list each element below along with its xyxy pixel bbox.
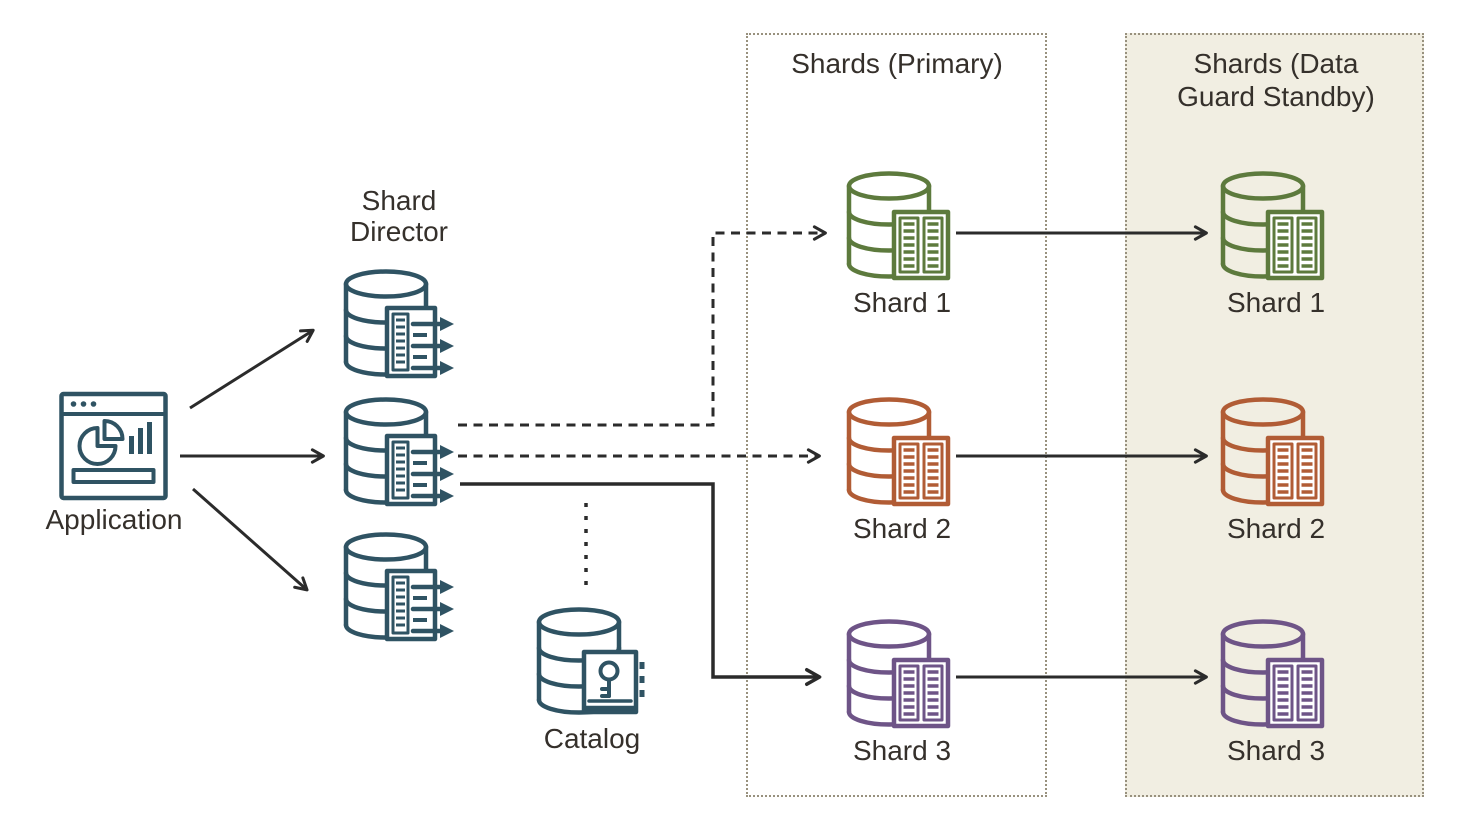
shard-director-node-1 <box>339 268 459 383</box>
catalog-label: Catalog <box>543 723 641 754</box>
primary-shard-1-label: Shard 1 <box>852 287 952 318</box>
database-table-icon <box>1216 170 1336 285</box>
shard-director-node-3 <box>339 531 459 646</box>
standby-shard-1-label: Shard 1 <box>1226 287 1326 318</box>
database-table-icon <box>842 396 962 511</box>
standby-shard-2-label: Shard 2 <box>1226 513 1326 544</box>
standby-shard-1-node: Shard 1 <box>1216 170 1336 319</box>
standby-shard-3-node: Shard 3 <box>1216 618 1336 767</box>
catalog-node: Catalog <box>532 606 652 755</box>
database-router-icon <box>339 396 459 511</box>
app-window-icon <box>58 390 170 502</box>
application-label: Application <box>45 504 183 535</box>
primary-shards-title: Shards (Primary) <box>791 48 1003 79</box>
database-table-icon <box>1216 396 1336 511</box>
standby-shard-3-label: Shard 3 <box>1226 735 1326 766</box>
primary-shard-1-node: Shard 1 <box>842 170 962 319</box>
database-table-icon <box>842 170 962 285</box>
arrow-app-to-director-1 <box>189 328 315 410</box>
arrow-app-to-director-3 <box>192 487 309 592</box>
shard-director-node-2 <box>339 396 459 511</box>
application-node: Application <box>45 390 183 536</box>
standby-shard-2-node: Shard 2 <box>1216 396 1336 545</box>
primary-shard-3-node: Shard 3 <box>842 618 962 767</box>
database-key-book-icon <box>532 606 652 721</box>
primary-shard-2-node: Shard 2 <box>842 396 962 545</box>
standby-shards-title: Shards (Data Guard Standby) <box>1177 48 1375 113</box>
primary-shard-2-label: Shard 2 <box>852 513 952 544</box>
database-table-icon <box>842 618 962 733</box>
database-table-icon <box>1216 618 1336 733</box>
shard-director-label: Shard Director <box>349 185 448 247</box>
database-router-icon <box>339 531 459 646</box>
primary-shard-3-label: Shard 3 <box>852 735 952 766</box>
database-router-icon <box>339 268 459 383</box>
